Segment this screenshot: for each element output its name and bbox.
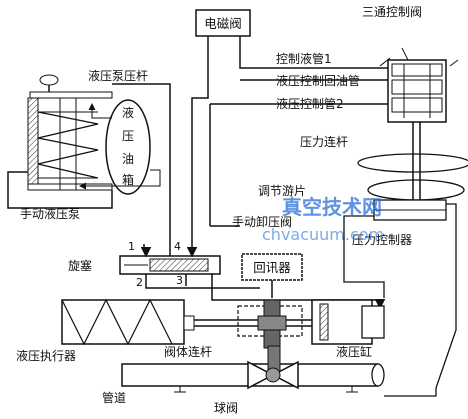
ctrl-pipe-1-label: 控制液管1	[276, 51, 332, 66]
pipeline-and-valve: 管道 球阀	[102, 345, 437, 415]
oil-tank-char-2: 压	[122, 129, 134, 143]
pump-rod-label: 液压泵压杆	[88, 68, 148, 83]
adjust-ring-label: 调节游片	[258, 184, 306, 198]
body-rod-label: 阀体连杆	[164, 344, 212, 359]
port-3-label: 3	[176, 274, 183, 287]
solenoid-valve-label: 电磁阀	[204, 16, 242, 31]
hand-pump	[7, 74, 171, 250]
ball-valve-label: 球阀	[214, 401, 238, 415]
manual-release-label: 手动卸压阀	[232, 214, 292, 229]
hydraulic-actuator: 液压执行器 阀体连杆 液压缸	[16, 298, 385, 363]
control-lines	[191, 48, 388, 250]
feedback-device: 回讯器	[241, 253, 303, 298]
watermark: 真空技术网 chvacuum.com	[262, 195, 384, 244]
hand-pump-label: 手动液压泵	[20, 206, 80, 221]
cylinder-label: 液压缸	[336, 344, 372, 359]
actuator-label: 液压执行器	[16, 348, 76, 363]
pressure-assembly: 压力连杆 调节游片 压力控制器	[258, 122, 468, 389]
watermark-cn: 真空技术网	[282, 195, 382, 219]
port-4-label: 4	[174, 240, 181, 253]
oil-tank: 液 压 油 箱	[79, 99, 161, 195]
three-way-valve-label: 三通控制阀	[362, 5, 422, 19]
pressure-rod-label: 压力连杆	[300, 134, 348, 149]
pressure-controller-label: 压力控制器	[352, 233, 412, 247]
ctrl-pipe-2-label: 液压控制管2	[276, 96, 344, 111]
return-pipe-label: 液压控制回油管	[276, 73, 360, 88]
port-2-label: 2	[136, 276, 143, 289]
oil-tank-char-4: 箱	[122, 172, 134, 187]
three-way-control-valve: 三通控制阀	[362, 5, 459, 123]
oil-tank-char-3: 油	[122, 152, 134, 166]
watermark-url: chvacuum.com	[262, 225, 384, 244]
oil-tank-char-1: 液	[122, 105, 134, 120]
plug-label: 旋塞	[68, 258, 92, 273]
solenoid-valve: 电磁阀	[195, 9, 251, 48]
port-1-label: 1	[128, 240, 135, 253]
pipeline-label: 管道	[102, 390, 126, 405]
feedback-label: 回讯器	[253, 260, 291, 275]
manual-release-valve: 1 4 2 3 旋塞 手动卸压阀	[68, 214, 386, 310]
